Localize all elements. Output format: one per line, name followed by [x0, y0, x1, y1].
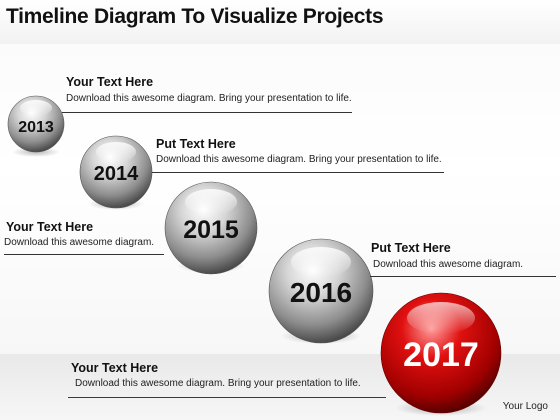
milestone-heading: Your Text Here: [71, 361, 159, 375]
milestone-heading: Put Text Here: [156, 137, 236, 151]
milestone-underline: [370, 276, 556, 277]
logo-placeholder: Your Logo: [502, 401, 548, 412]
sphere-2014: 2014: [79, 135, 153, 210]
sphere-2015: 2015: [164, 181, 258, 275]
sphere-2016: 2016: [268, 238, 374, 344]
year-label-2013: 2013: [18, 119, 54, 136]
milestone-text: Download this awesome diagram. Bring you…: [75, 378, 361, 389]
milestone-text: Download this awesome diagram. Bring you…: [156, 154, 442, 165]
milestone-underline: [62, 112, 352, 113]
year-label-2015: 2015: [183, 216, 239, 244]
milestone-text: Download this awesome diagram.: [4, 237, 155, 248]
milestone-heading: Your Text Here: [66, 75, 154, 89]
milestone-underline: [68, 397, 386, 398]
milestone-heading: Put Text Here: [371, 241, 451, 255]
milestone-heading: Your Text Here: [6, 220, 94, 234]
milestone-text: Download this awesome diagram. Bring you…: [66, 93, 352, 104]
slide-title: Timeline Diagram To Visualize Projects: [6, 5, 384, 28]
sphere-2017: 2017: [380, 292, 502, 416]
title-band: [0, 0, 560, 44]
year-label-2017: 2017: [403, 336, 479, 374]
milestone-underline: [4, 254, 164, 255]
milestone-underline: [152, 172, 444, 173]
year-label-2014: 2014: [94, 163, 139, 185]
year-label-2016: 2016: [290, 277, 352, 308]
sphere-2013: 2013: [7, 95, 65, 157]
milestone-text: Download this awesome diagram.: [373, 259, 524, 270]
